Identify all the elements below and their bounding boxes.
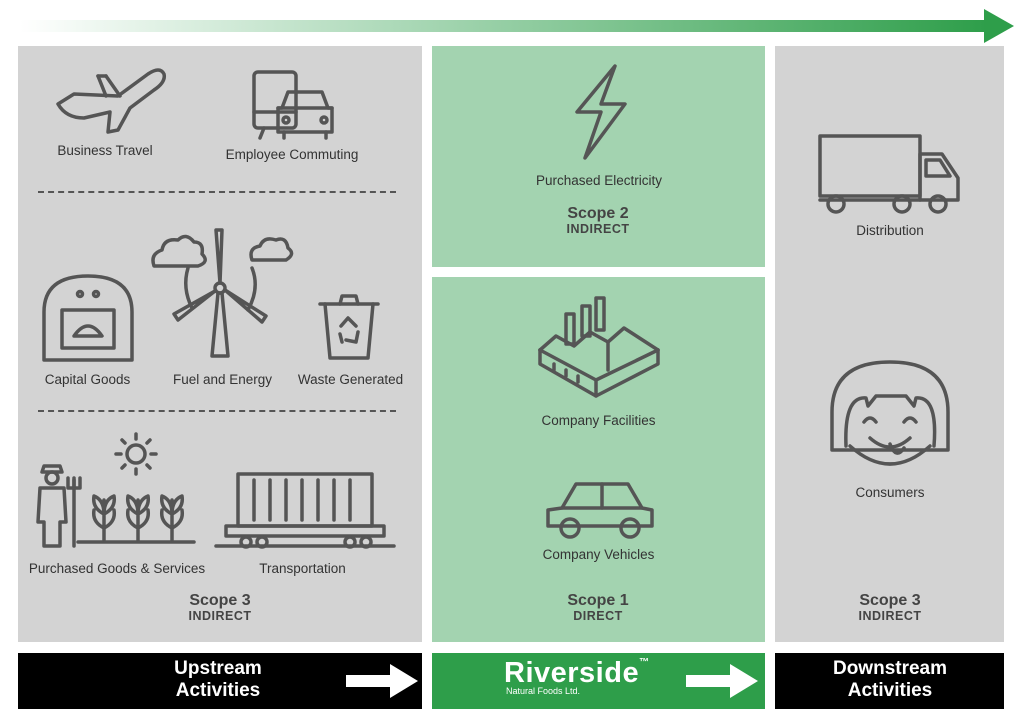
company-facilities-label: Company Facilities — [541, 413, 656, 428]
scope-type: DIRECT — [573, 608, 623, 623]
dashed-divider — [38, 191, 396, 193]
brand-logo: Riverside™ Natural Foods Ltd. — [504, 657, 674, 696]
consumers-label: Consumers — [855, 485, 925, 500]
scope2-panel — [432, 46, 765, 267]
dashed-divider — [38, 410, 396, 412]
consumer-face-icon — [830, 360, 950, 466]
lightning-icon — [575, 64, 627, 160]
wind-turbine-icon — [151, 228, 294, 358]
purchased-electricity-label: Purchased Electricity — [535, 173, 663, 188]
transportation-label: Transportation — [259, 561, 346, 576]
company-vehicles-label: Company Vehicles — [542, 547, 655, 562]
downstream-activities-label: Downstream Activities — [832, 658, 948, 701]
waste-generated-label: Waste Generated — [297, 372, 404, 387]
scope1-scope-label: Scope 1 DIRECT — [518, 592, 678, 623]
downstream-scope-label: Scope 3 INDIRECT — [810, 592, 970, 623]
flow-arrow — [20, 9, 1014, 43]
downstream-activities-bar: Downstream Activities — [775, 653, 1004, 709]
scope2-scope-label: Scope 2 INDIRECT — [518, 205, 678, 236]
upstream-activities-bar: Upstream Activities — [18, 653, 422, 709]
airplane-icon — [56, 68, 167, 134]
farmer-icon — [36, 432, 196, 548]
upstream-activities-label: Upstream Activities — [174, 658, 262, 701]
downstream-panel — [775, 46, 1004, 642]
riverside-bar: Riverside™ Natural Foods Ltd. — [432, 653, 765, 709]
arrow-right-icon — [346, 664, 418, 698]
brand-tm: ™ — [639, 657, 650, 668]
scope-title: Scope 3 — [189, 592, 251, 609]
fuel-and-energy-label: Fuel and Energy — [172, 372, 273, 387]
scope-title: Scope 1 — [567, 592, 629, 609]
upstream-scope-label: Scope 3 INDIRECT — [140, 592, 300, 623]
scope-title: Scope 3 — [859, 592, 921, 609]
purchased-goods-label: Purchased Goods & Services — [28, 561, 206, 576]
business-travel-label: Business Travel — [57, 143, 153, 158]
arrow-right-icon — [686, 664, 758, 698]
scope-type: INDIRECT — [858, 608, 922, 623]
commute-icon — [252, 70, 334, 140]
oven-icon — [42, 274, 134, 362]
recycle-bin-icon — [318, 294, 380, 360]
employee-commuting-label: Employee Commuting — [225, 147, 359, 162]
capital-goods-label: Capital Goods — [44, 372, 131, 387]
truck-icon — [818, 134, 960, 214]
factory-icon — [538, 296, 660, 398]
freight-container-icon — [214, 472, 396, 549]
distribution-label: Distribution — [856, 223, 924, 238]
car-icon — [546, 482, 654, 539]
scope-title: Scope 2 — [567, 205, 629, 222]
scope-type: INDIRECT — [188, 608, 252, 623]
brand-subtitle: Natural Foods Ltd. — [506, 686, 581, 696]
scope-type: INDIRECT — [566, 221, 630, 236]
brand-name: Riverside — [504, 657, 640, 689]
